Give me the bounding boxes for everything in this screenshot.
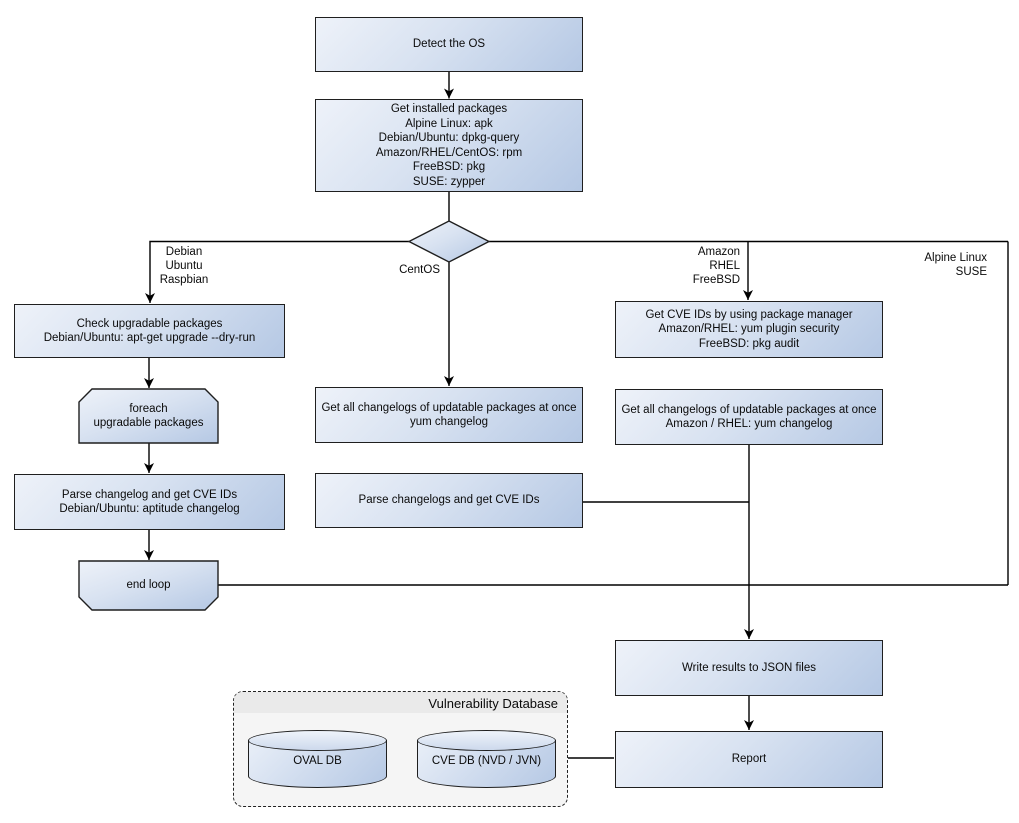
node-get-changelogs-centos-label: Get all changelogs of updatable packages… [321, 401, 577, 429]
node-get-cve-ids-pkg-mgr: Get CVE IDs by using package manager Ama… [615, 301, 883, 358]
node-parse-changelog-deb-label: Parse changelog and get CVE IDs Debian/U… [59, 488, 240, 516]
node-check-upgradable: Check upgradable packages Debian/Ubuntu:… [14, 304, 285, 358]
node-parse-changelogs-centos-label: Parse changelogs and get CVE IDs [358, 494, 540, 507]
branch-label-debian: Debian Ubuntu Raspbian [159, 246, 209, 286]
node-get-changelogs-amazon-label: Get all changelogs of updatable packages… [621, 403, 877, 431]
node-parse-changelog-deb: Parse changelog and get CVE IDs Debian/U… [14, 474, 285, 530]
node-write-results-label: Write results to JSON files [682, 661, 816, 674]
cve-db-cylinder: CVE DB (NVD / JVN) [417, 730, 556, 788]
branch-label-alpine: Alpine Linux SUSE [924, 252, 987, 278]
vulnerability-database-title: Vulnerability Database [234, 692, 567, 713]
os-decision-diamond [407, 220, 491, 263]
oval-db-cylinder: OVAL DB [248, 730, 387, 788]
end-loop-shape [78, 560, 219, 611]
node-detect-os-label: Detect the OS [412, 38, 486, 51]
node-foreach-loop-label: foreach upgradable packages [93, 402, 204, 430]
node-detect-os: Detect the OS [315, 17, 583, 72]
oval-db-cylinder-top [248, 730, 387, 751]
oval-db-label: OVAL DB [293, 755, 342, 767]
foreach-loop-shape [78, 388, 219, 444]
node-get-installed-packages-label: Get installed packages Alpine Linux: apk… [375, 103, 523, 188]
branch-label-centos: CentOS [399, 264, 440, 276]
node-foreach-loop: foreach upgradable packages [79, 389, 218, 443]
node-check-upgradable-label: Check upgradable packages Debian/Ubuntu:… [43, 317, 256, 345]
node-get-installed-packages: Get installed packages Alpine Linux: apk… [315, 99, 583, 192]
node-write-results: Write results to JSON files [615, 640, 883, 696]
node-report: Report [615, 731, 883, 788]
vulnerability-database-group: Vulnerability Database OVAL DB CVE DB (N… [233, 691, 568, 807]
node-parse-changelogs-centos: Parse changelogs and get CVE IDs [315, 473, 583, 528]
cve-db-cylinder-top [417, 730, 556, 751]
branch-label-amazon: Amazon RHEL FreeBSD [692, 246, 740, 286]
node-get-changelogs-amazon: Get all changelogs of updatable packages… [615, 389, 883, 445]
node-get-changelogs-centos: Get all changelogs of updatable packages… [315, 387, 583, 443]
node-end-loop: end loop [79, 561, 218, 610]
arrow-branch-debian [145, 240, 409, 303]
node-get-cve-ids-pkg-mgr-label: Get CVE IDs by using package manager Ama… [645, 308, 853, 350]
node-end-loop-label: end loop [126, 579, 171, 592]
node-report-label: Report [731, 753, 767, 766]
cve-db-label: CVE DB (NVD / JVN) [431, 755, 542, 767]
